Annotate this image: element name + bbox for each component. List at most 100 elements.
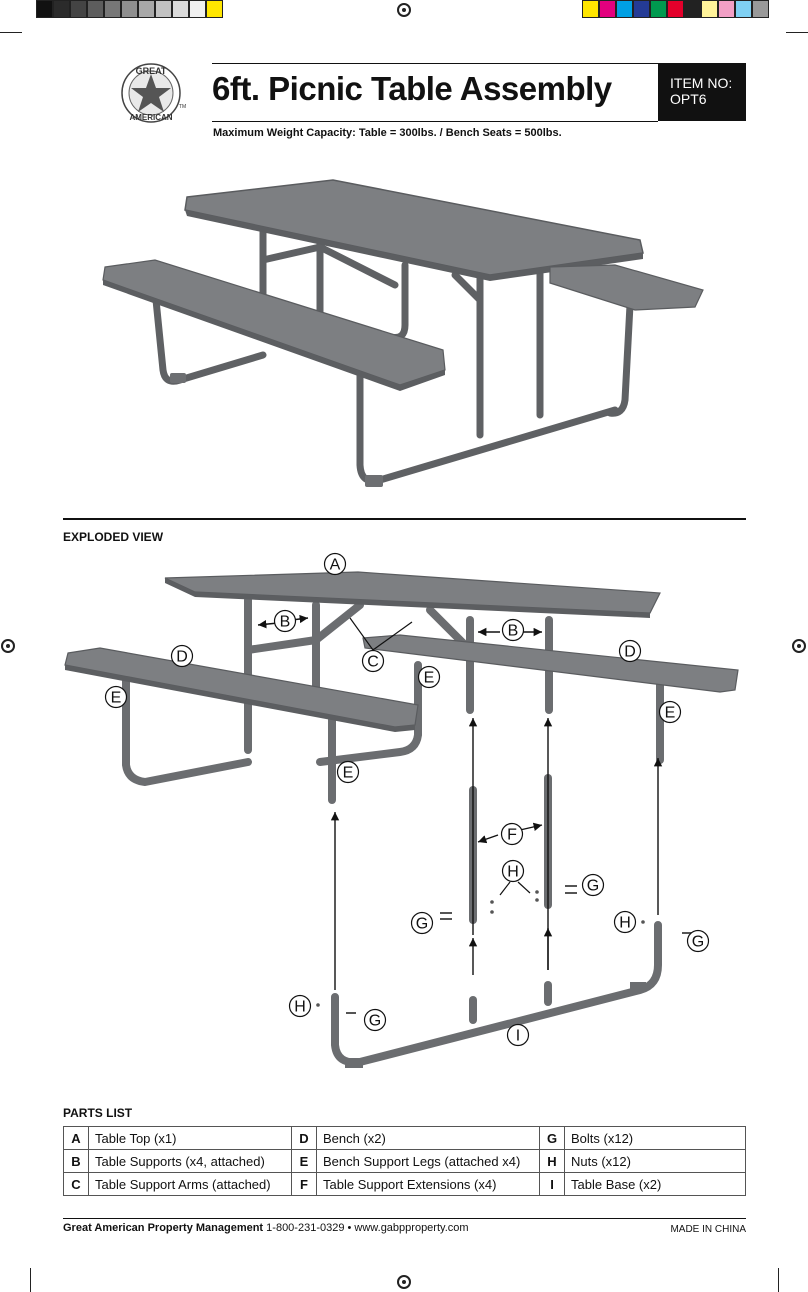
color-swatch <box>616 0 633 18</box>
callout-circle <box>410 911 434 935</box>
part-key: I <box>539 1172 565 1196</box>
crop-mark <box>30 1268 31 1292</box>
header-rule <box>212 121 658 122</box>
callout-label: H <box>619 915 631 932</box>
callout-circle <box>170 644 194 668</box>
color-swatch <box>633 0 650 18</box>
color-swatch <box>684 0 701 18</box>
callout-circle <box>613 910 637 934</box>
color-swatch <box>189 0 206 18</box>
part-name: Bench (x2) <box>316 1126 540 1150</box>
part-name: Nuts (x12) <box>564 1149 746 1173</box>
callout-label: G <box>416 916 428 933</box>
color-swatch <box>667 0 684 18</box>
assembled-table-illustration <box>102 179 704 487</box>
footer-company: Great American Property Management <box>63 1222 264 1234</box>
footer-contact: Great American Property Management 1-800… <box>63 1222 469 1234</box>
crop-mark <box>778 1268 779 1292</box>
color-swatch <box>138 0 155 18</box>
callout-label: B <box>280 614 291 631</box>
callout-label: H <box>507 864 519 881</box>
logo-text-top: GREAT <box>136 66 167 76</box>
crop-mark <box>0 32 22 33</box>
part-name: Table Support Arms (attached) <box>88 1172 292 1196</box>
part-name: Bolts (x12) <box>564 1126 746 1150</box>
callout-circle <box>658 700 682 724</box>
callout-circle <box>500 822 524 846</box>
callout-label: B <box>508 623 519 640</box>
registration-mark-right <box>792 639 806 653</box>
color-swatch <box>718 0 735 18</box>
part-key: C <box>63 1172 89 1196</box>
callout-circle <box>104 685 128 709</box>
great-american-logo: GREAT AMERICAN TM <box>121 63 186 123</box>
color-swatch <box>36 0 53 18</box>
part-key: B <box>63 1149 89 1173</box>
made-in-label: MADE IN CHINA <box>670 1224 746 1235</box>
callout-label: G <box>587 878 599 895</box>
part-key: H <box>539 1149 565 1173</box>
far-bench <box>549 264 704 311</box>
star-icon <box>131 74 171 112</box>
part-key: A <box>63 1126 89 1150</box>
color-swatch <box>155 0 172 18</box>
callout-label: E <box>424 670 435 687</box>
page-title: 6ft. Picnic Table Assembly <box>212 70 612 107</box>
color-swatch <box>701 0 718 18</box>
callout-circle <box>336 760 360 784</box>
part-name: Table Supports (x4, attached) <box>88 1149 292 1173</box>
callout-circle <box>686 929 710 953</box>
callout-circle <box>501 859 525 883</box>
part-name: Table Top (x1) <box>88 1126 292 1150</box>
callout-circle <box>323 552 347 576</box>
callout-circle <box>417 665 441 689</box>
item-number-label: ITEM NO: <box>670 75 733 91</box>
callout-circle <box>501 618 525 642</box>
callout-circle <box>506 1023 530 1047</box>
color-swatch <box>599 0 616 18</box>
callout-label: E <box>665 705 676 722</box>
logo-text-bottom: AMERICAN <box>129 113 172 122</box>
color-swatch <box>70 0 87 18</box>
registration-mark-top <box>397 3 411 17</box>
part-key: G <box>539 1126 565 1150</box>
item-number-box: ITEM NO: OPT6 <box>658 63 746 121</box>
callout-label: I <box>516 1028 520 1045</box>
callout-circle <box>618 639 642 663</box>
registration-mark-bottom <box>397 1275 411 1289</box>
callout-label: A <box>330 557 341 574</box>
callout-label: E <box>111 690 122 707</box>
callout-circle <box>363 1008 387 1032</box>
logo-tm: TM <box>179 104 186 110</box>
callout-label: E <box>343 765 354 782</box>
color-swatch <box>104 0 121 18</box>
part-key: D <box>291 1126 317 1150</box>
exploded-view-title: EXPLODED VIEW <box>63 530 164 544</box>
callout-label: F <box>507 827 517 844</box>
callout-label: D <box>624 644 636 661</box>
callout-label: D <box>176 649 188 666</box>
footer-phone-web: 1-800-231-0329 • www.gabpproperty.com <box>263 1222 469 1234</box>
crop-mark <box>786 32 808 33</box>
color-swatch <box>650 0 667 18</box>
callout-circle <box>273 609 297 633</box>
color-swatch <box>735 0 752 18</box>
callout-label: C <box>367 654 379 671</box>
part-name: Table Support Extensions (x4) <box>316 1172 540 1196</box>
color-swatch <box>87 0 104 18</box>
color-swatch <box>582 0 599 18</box>
parts-list-title: PARTS LIST <box>63 1106 133 1120</box>
callout-label: G <box>692 934 704 951</box>
callout-label: G <box>369 1013 381 1030</box>
part-name: Bench Support Legs (attached x4) <box>316 1149 540 1173</box>
color-swatch <box>121 0 138 18</box>
part-key: E <box>291 1149 317 1173</box>
callout-circle <box>361 649 385 673</box>
callout-circle <box>581 873 605 897</box>
registration-mark-left <box>1 639 15 653</box>
